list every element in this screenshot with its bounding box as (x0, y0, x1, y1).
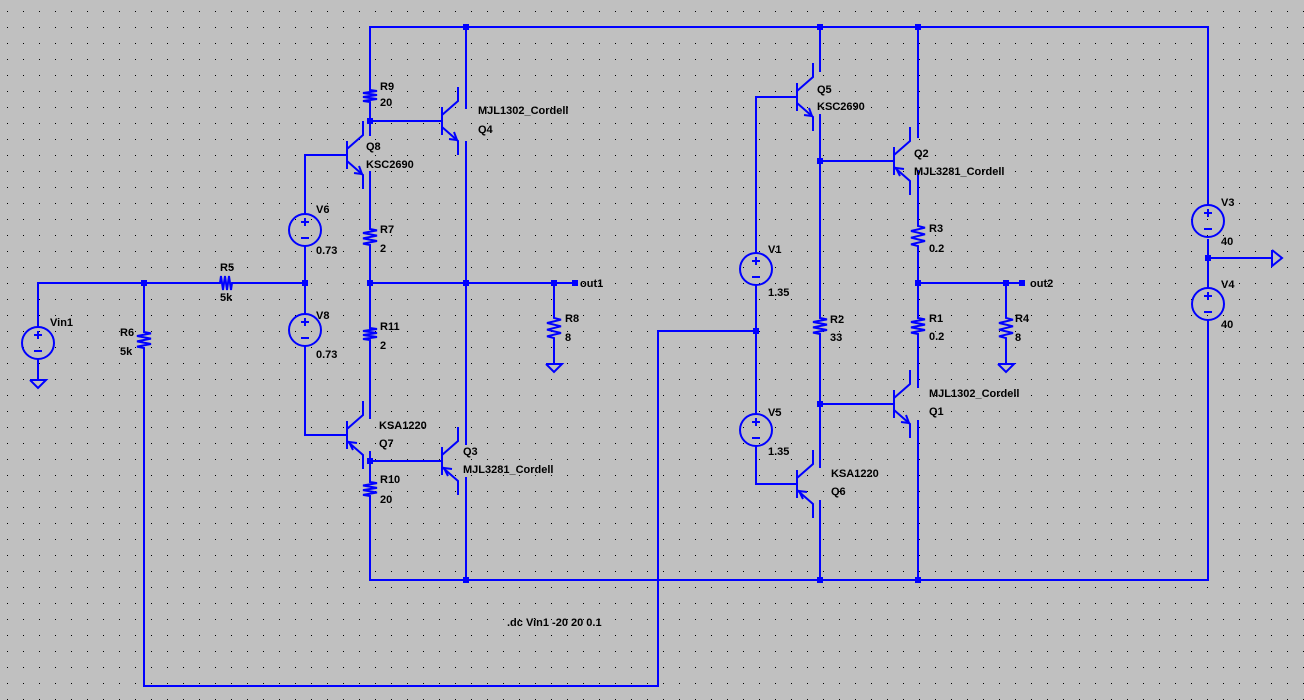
voltage-source-v6[interactable] (288, 213, 322, 247)
resistor-r10[interactable] (362, 470, 378, 508)
model-q1: MJL1302_Cordell (929, 388, 1019, 400)
value-v4: 40 (1221, 319, 1233, 331)
model-q4: MJL1302_Cordell (478, 105, 568, 117)
model-q2: MJL3281_Cordell (914, 166, 1004, 178)
label-q5: Q5 (817, 84, 832, 96)
ground-icon (29, 379, 49, 390)
net-label-out2: out2 (1030, 278, 1053, 290)
label-v5: V5 (768, 407, 781, 419)
resistor-r3[interactable] (910, 214, 926, 258)
resistor-r6[interactable] (136, 320, 152, 360)
value-r4: 8 (1015, 332, 1021, 344)
net-label-out1: out1 (580, 278, 603, 290)
transistor-q2[interactable] (893, 127, 911, 195)
value-r3: 0.2 (929, 243, 944, 255)
voltage-source-v3[interactable] (1191, 204, 1225, 238)
voltage-source-vin1[interactable] (21, 326, 55, 360)
label-r3: R3 (929, 223, 943, 235)
label-r8: R8 (565, 313, 579, 325)
label-v4: V4 (1221, 279, 1235, 291)
label-v8: V8 (316, 310, 329, 322)
label-r9: R9 (380, 81, 394, 93)
model-q6: KSA1220 (831, 468, 879, 480)
label-r11: R11 (380, 321, 400, 333)
ground-icon (545, 363, 565, 374)
resistor-r4[interactable] (998, 306, 1014, 350)
label-q4: Q4 (478, 124, 494, 136)
label-r4: R4 (1015, 313, 1030, 325)
value-r10: 20 (380, 494, 392, 506)
output-arrow-icon (1271, 249, 1284, 269)
label-q8: Q8 (366, 141, 381, 153)
value-r7: 2 (380, 243, 386, 255)
voltage-source-v1[interactable] (739, 252, 773, 286)
junctions (141, 24, 1211, 583)
model-q7: KSA1220 (379, 420, 427, 432)
voltage-source-v4[interactable] (1191, 287, 1225, 321)
model-q3: MJL3281_Cordell (463, 464, 553, 476)
resistor-r5[interactable] (208, 275, 244, 291)
value-r6: 5k (120, 346, 133, 358)
transistor-q4[interactable] (441, 87, 459, 155)
model-q8: KSC2690 (366, 159, 414, 171)
label-r5: R5 (220, 262, 234, 274)
resistor-r8[interactable] (546, 306, 562, 350)
transistor-q1[interactable] (893, 370, 911, 438)
label-r6: R6 (120, 327, 134, 339)
value-v8: 0.73 (316, 349, 337, 361)
label-q2: Q2 (914, 148, 929, 160)
resistor-r7[interactable] (362, 217, 378, 257)
voltage-source-v5[interactable] (739, 413, 773, 447)
label-v1: V1 (768, 244, 781, 256)
value-r1: 0.2 (929, 331, 944, 343)
transistor-q5[interactable] (796, 63, 814, 131)
label-r10: R10 (380, 474, 400, 486)
transistor-q8[interactable] (346, 121, 364, 189)
label-vin1: Vin1 (50, 317, 73, 329)
label-q3: Q3 (463, 446, 478, 458)
transistor-q6[interactable] (796, 450, 814, 518)
label-v3: V3 (1221, 197, 1234, 209)
resistor-r2[interactable] (812, 306, 828, 346)
resistor-r11[interactable] (362, 316, 378, 352)
value-r2: 33 (830, 332, 842, 344)
value-r5: 5k (220, 292, 233, 304)
value-r11: 2 (380, 340, 386, 352)
label-r2: R2 (830, 314, 844, 326)
ground-icon (997, 363, 1017, 374)
resistor-r1[interactable] (910, 306, 926, 346)
label-q7: Q7 (379, 438, 394, 450)
label-v6: V6 (316, 204, 329, 216)
label-r1: R1 (929, 313, 943, 325)
value-v1: 1.35 (768, 287, 789, 299)
resistor-r9[interactable] (362, 78, 378, 114)
value-v3: 40 (1221, 236, 1233, 248)
label-q1: Q1 (929, 406, 944, 418)
value-v6: 0.73 (316, 245, 337, 257)
transistor-q3[interactable] (441, 427, 459, 495)
value-v5: 1.35 (768, 446, 789, 458)
label-r7: R7 (380, 224, 394, 236)
label-q6: Q6 (831, 486, 846, 498)
voltage-source-v8[interactable] (288, 313, 322, 347)
transistor-q7[interactable] (346, 401, 364, 469)
value-r8: 8 (565, 332, 571, 344)
model-q5: KSC2690 (817, 101, 865, 113)
value-r9: 20 (380, 97, 392, 109)
spice-directive: .dc Vin1 -20 20 0.1 (507, 617, 602, 629)
